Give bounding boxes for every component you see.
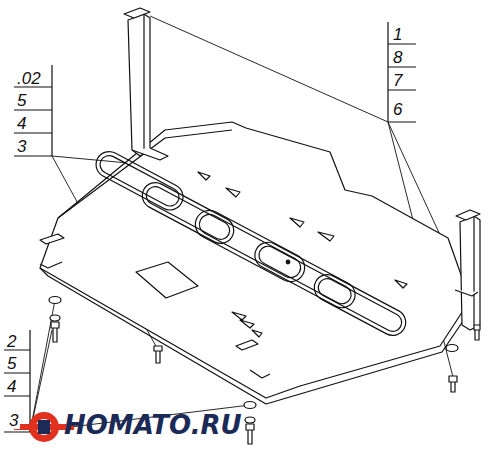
access-hole — [136, 262, 198, 298]
callout-number: 2 — [7, 333, 16, 350]
callout-number: 3 — [7, 412, 20, 429]
callout-number: 6 — [393, 101, 402, 118]
callout-number: 8 — [393, 49, 402, 66]
leader-lines — [30, 16, 470, 432]
stiffening-ribs — [92, 147, 411, 340]
skid-plate — [40, 122, 476, 404]
callout-number: 5 — [17, 92, 26, 109]
callout-number: 1 — [393, 26, 402, 43]
callout-number: 3 — [17, 138, 26, 155]
callout-number: .02 — [17, 70, 41, 87]
watermark: HOMATO.RU — [64, 412, 242, 438]
bolts-and-washers — [49, 297, 480, 445]
callout-number: 5 — [7, 355, 16, 372]
callout-number: 4 — [7, 378, 16, 395]
mounting-brackets — [40, 8, 480, 378]
callout-number: 4 — [17, 115, 26, 132]
callout-number: 7 — [393, 72, 402, 89]
